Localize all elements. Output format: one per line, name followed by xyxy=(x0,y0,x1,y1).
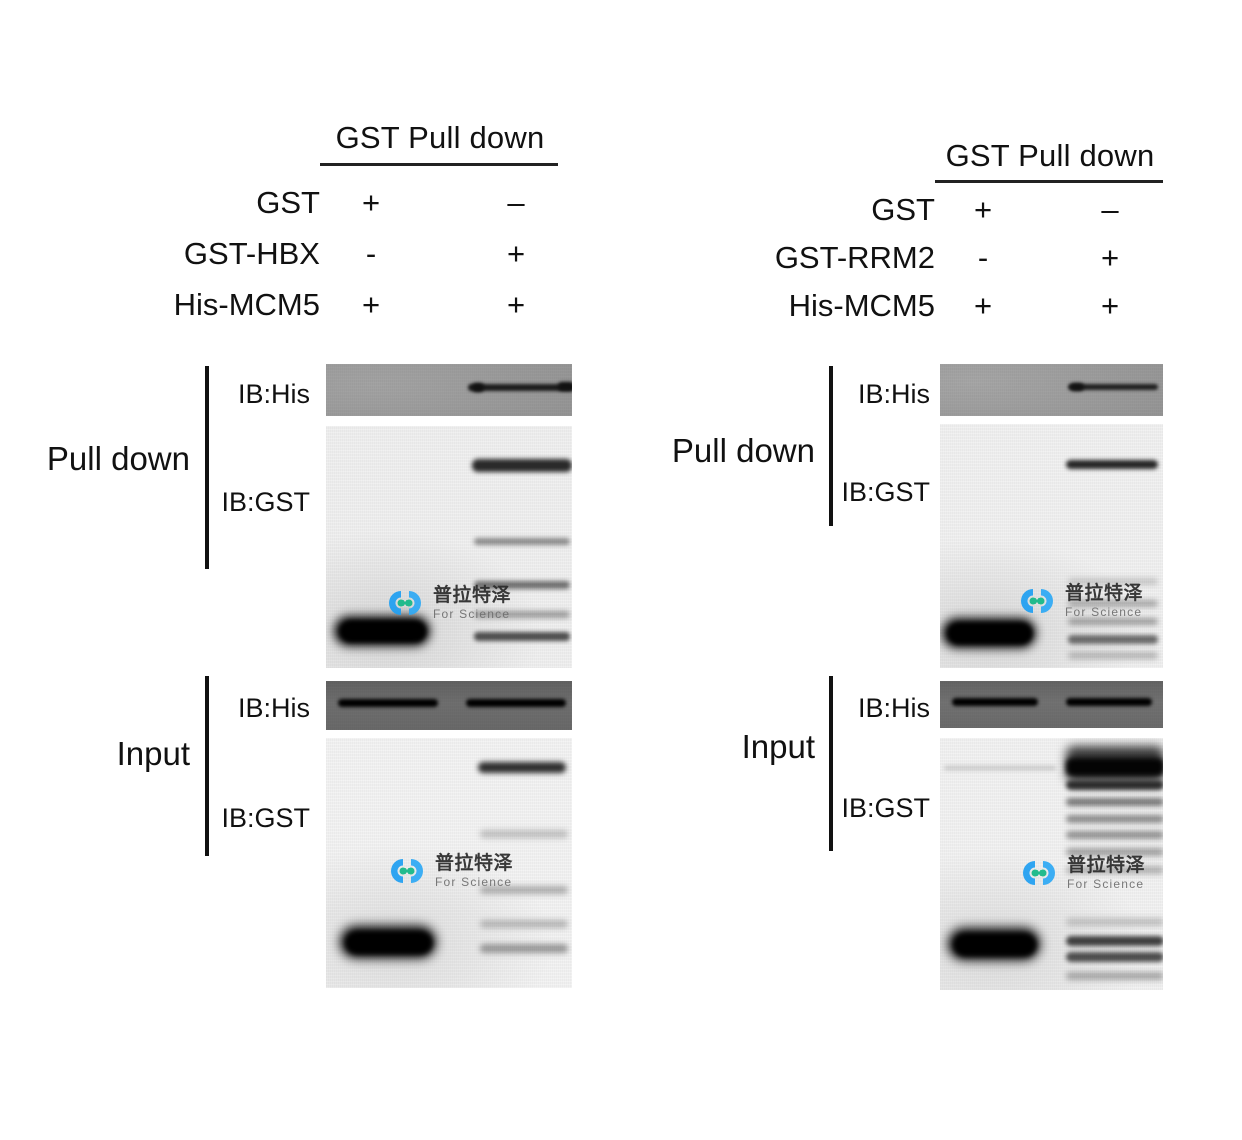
panel-right-row-label-gst-rrm2: GST-RRM2 xyxy=(774,240,935,275)
blot-band xyxy=(340,621,426,642)
blot-band xyxy=(474,581,570,589)
panel-right-input-ib-gst-label: IB:GST xyxy=(841,793,930,823)
panel-left-blot-input-ib-gst: 普拉特泽 For Science xyxy=(326,738,572,988)
panel-right-group-bracket-input xyxy=(829,676,833,851)
panel-left-row-gst-hbx-lane2: + xyxy=(506,236,526,271)
panel-right-blot-input-ib-gst: 普拉特泽 For Science xyxy=(940,738,1163,990)
blot-band xyxy=(1066,918,1163,926)
panel-right-row-gst-rrm2-lane1: - xyxy=(977,240,989,275)
panel-left-pulldown-ib-his-label: IB:His xyxy=(237,379,310,409)
panel-left-row-his-mcm5-lane1: + xyxy=(361,287,381,322)
panel-right-pulldown-ib-gst-label: IB:GST xyxy=(841,477,930,507)
panel-right-row-label-gst: GST xyxy=(871,192,935,227)
blot-band xyxy=(944,766,1056,770)
blot-band xyxy=(480,830,568,838)
panel-left-blot-pulldown-ib-his xyxy=(326,364,572,416)
blot-band xyxy=(1066,780,1163,790)
blot-band xyxy=(480,944,568,953)
blot-band xyxy=(1066,866,1163,874)
blot-band xyxy=(1066,831,1163,839)
blot-band xyxy=(466,699,566,707)
blot-band xyxy=(1068,578,1158,585)
blot-band xyxy=(1066,798,1163,806)
blot-band xyxy=(472,383,484,392)
blot-band xyxy=(346,932,432,954)
panel-right-blot-pulldown-ib-gst: 普拉特泽 For Science xyxy=(940,424,1163,668)
panel-right-group-label-pulldown: Pull down xyxy=(671,432,815,469)
blot-band xyxy=(478,762,566,773)
panel-right-row-gst-lane2: – xyxy=(1101,192,1119,227)
blot-band xyxy=(1068,600,1158,607)
blot-band xyxy=(338,699,438,707)
blot-band xyxy=(948,623,1032,644)
blot-band xyxy=(1066,815,1163,823)
panel-right-blot-input-ib-his xyxy=(940,681,1163,728)
panel-left-group-label-input: Input xyxy=(116,735,190,772)
panel-left-group-label-pulldown: Pull down xyxy=(46,440,190,477)
blot-band xyxy=(952,698,1038,706)
panel-left-header-rule xyxy=(320,163,558,166)
panel-left-pulldown-ib-gst-label: IB:GST xyxy=(221,487,310,517)
panel-right-header-title: GST Pull down xyxy=(945,138,1155,173)
blot-band xyxy=(1068,384,1158,390)
blot-band xyxy=(1070,383,1084,391)
blot-band xyxy=(1066,952,1163,962)
panel-right-group-bracket-pulldown xyxy=(829,366,833,526)
blot-band xyxy=(480,920,568,928)
blot-band xyxy=(1068,652,1158,659)
panel-left-input-ib-gst-label: IB:GST xyxy=(221,803,310,833)
panel-left-row-label-gst-hbx: GST-HBX xyxy=(183,236,320,271)
blot-band xyxy=(480,886,568,894)
panel-right-pulldown-ib-his-label: IB:His xyxy=(857,379,930,409)
panel-left-header-title: GST Pull down xyxy=(335,120,545,155)
blot-band xyxy=(1068,635,1158,644)
blot-band xyxy=(558,382,572,391)
blot-band xyxy=(1066,848,1163,856)
blot-band xyxy=(1068,618,1158,625)
panel-right-group-label-input: Input xyxy=(741,728,815,765)
blot-band xyxy=(954,934,1036,956)
blot-band xyxy=(474,538,570,545)
blot-band xyxy=(472,459,572,472)
panel-left-input-ib-his-label: IB:His xyxy=(237,693,310,723)
panel-left-row-label-gst: GST xyxy=(256,185,320,220)
panel-left-row-gst-lane2: – xyxy=(507,185,525,220)
blot-band xyxy=(1066,758,1163,776)
panel-left-row-gst-hbx-lane1: - xyxy=(365,236,377,271)
panel-left-blot-input-ib-his xyxy=(326,681,572,730)
panel-left-blot-pulldown-ib-gst: 普拉特泽 For Science xyxy=(326,426,572,668)
panel-right-header-rule xyxy=(935,180,1163,183)
panel-right-row-gst-rrm2-lane2: + xyxy=(1100,240,1120,275)
blot-band xyxy=(468,384,572,391)
panel-left-group-bracket-input xyxy=(205,676,209,856)
blot-band xyxy=(1066,698,1152,706)
panel-right-row-gst-lane1: + xyxy=(973,192,993,227)
panel-left-row-gst-lane1: + xyxy=(361,185,381,220)
blot-band xyxy=(1066,936,1163,946)
panel-right-blot-pulldown-ib-his xyxy=(940,364,1163,416)
panel-right-row-label-his-mcm5: His-MCM5 xyxy=(788,288,935,323)
panel-left-group-bracket-pulldown xyxy=(205,366,209,569)
blot-band xyxy=(474,632,570,641)
panel-right-input-ib-his-label: IB:His xyxy=(857,693,930,723)
blot-band xyxy=(1066,460,1158,469)
panel-left-row-label-his-mcm5: His-MCM5 xyxy=(173,287,320,322)
panel-right-row-his-mcm5-lane2: + xyxy=(1100,288,1120,323)
blot-band xyxy=(1066,972,1163,980)
blot-band xyxy=(474,611,570,618)
panel-left-row-his-mcm5-lane2: + xyxy=(506,287,526,322)
panel-right-row-his-mcm5-lane1: + xyxy=(973,288,993,323)
